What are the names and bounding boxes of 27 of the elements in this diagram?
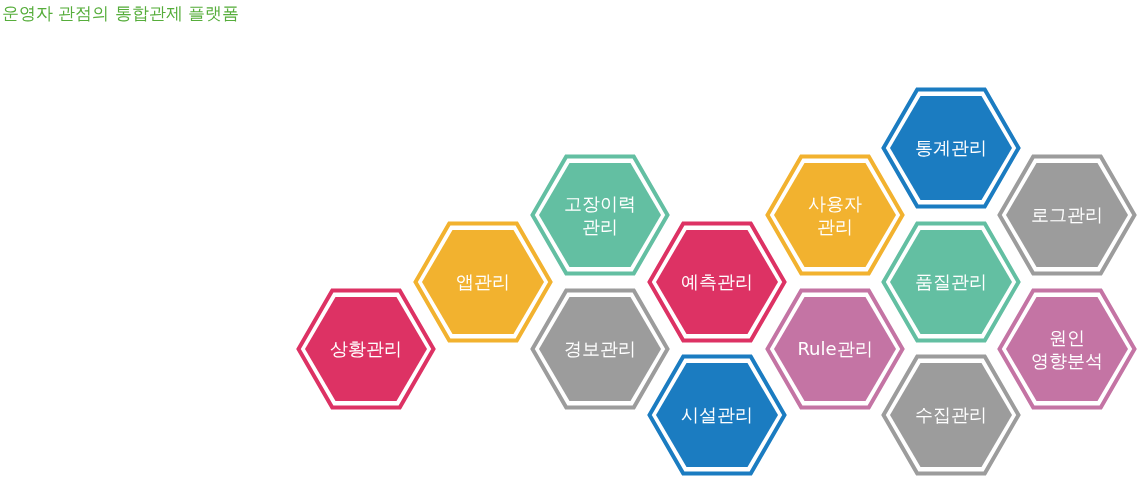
hexagon-tile xyxy=(647,221,787,343)
node-label: 고장이력 관리 xyxy=(563,191,637,239)
node-label: 품질관리 xyxy=(915,270,987,294)
node-label: Rule관리 xyxy=(797,337,873,361)
hexagon-tile xyxy=(296,288,436,410)
hexagon-tile xyxy=(997,288,1137,410)
hexagon-tile xyxy=(881,87,1021,209)
hexagon-tile xyxy=(647,354,787,476)
hexagon-tile xyxy=(881,354,1021,476)
hexagon-tile xyxy=(765,154,905,276)
hexagon-tile xyxy=(765,288,905,410)
title: 운영자 관점의 통합관제 플랫폼 xyxy=(2,2,240,25)
node-label: 예측관리 xyxy=(681,270,753,294)
node-label: 원인 영향분석 xyxy=(1030,325,1104,373)
node-label: 앱관리 xyxy=(456,270,510,294)
node-label: 상황관리 xyxy=(330,337,402,361)
node-label: 시설관리 xyxy=(681,403,753,427)
node-label: 수집관리 xyxy=(915,403,987,427)
hexagon-tile xyxy=(413,221,553,343)
hexagon-tile xyxy=(881,221,1021,343)
node-label: 통계관리 xyxy=(915,136,987,160)
node-label: 사용자 관리 xyxy=(807,191,863,239)
node-label: 로그관리 xyxy=(1031,203,1103,227)
hexagon-tile xyxy=(530,154,670,276)
hexagon-tile xyxy=(997,154,1137,276)
node-label: 경보관리 xyxy=(564,337,636,361)
hexagon-tile xyxy=(530,288,670,410)
